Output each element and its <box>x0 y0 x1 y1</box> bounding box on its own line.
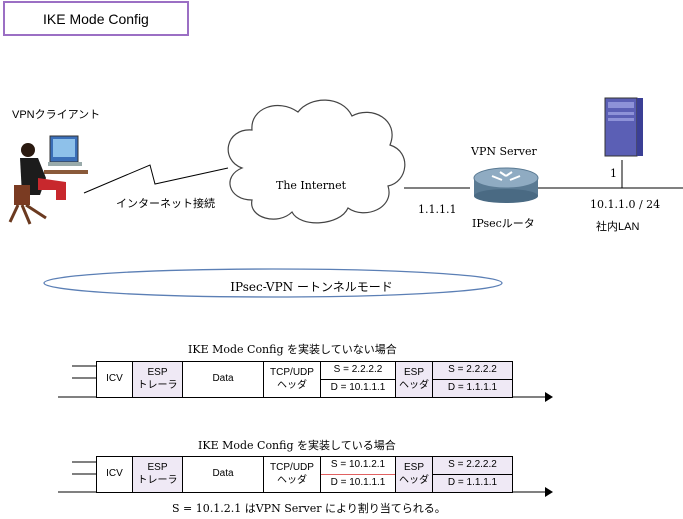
router-ip-label: 1.1.1.1 <box>418 203 457 216</box>
internet-connection-label: インターネット接続 <box>116 198 215 210</box>
packet-field-text: D = 1.1.1.1 <box>447 382 498 394</box>
server-icon <box>604 97 643 157</box>
packet-field-text: ヘッダ <box>277 379 307 391</box>
inner-ip-header-field: S = 2.2.2.2 D = 10.1.1.1 <box>321 362 396 397</box>
icv-field: ICV <box>97 362 133 397</box>
packet-field-text: TCP/UDP <box>270 367 314 378</box>
diagram-title: IKE Mode Config <box>3 1 189 36</box>
packet-field-text: トレーラ <box>137 379 178 391</box>
packet1-heading: IKE Mode Config を実装していない場合 <box>188 343 397 356</box>
ipsec-router-label: IPsecルータ <box>472 217 535 230</box>
packet-field-text: ESP <box>403 462 424 473</box>
packet-field-text: D = 10.1.1.1 <box>330 382 386 394</box>
packet-field-text: ヘッダ <box>277 474 307 486</box>
packet2-heading: IKE Mode Config を実装している場合 <box>198 439 396 452</box>
internet-cloud-icon <box>227 99 406 224</box>
server-number-label: 1 <box>610 167 617 180</box>
packet-field-text: ESP <box>403 367 424 378</box>
packet-field-text: ESP <box>147 367 168 378</box>
packet-field-text: ICV <box>106 468 123 480</box>
packet-field-text: D = 1.1.1.1 <box>447 477 498 489</box>
packet-field-text: TCP/UDP <box>270 462 314 473</box>
packet-field-text: ESP <box>147 462 168 473</box>
internet-connection-line <box>83 164 229 194</box>
lan-subnet-label: 10.1.1.0 / 24 <box>590 198 661 211</box>
vpn-client-user-icon <box>8 135 88 225</box>
packet-field-text: S = 2.2.2.2 <box>433 457 512 475</box>
icv-field: ICV <box>97 457 133 492</box>
corporate-lan-label: 社内LAN <box>596 221 640 233</box>
data-field: Data <box>183 457 264 492</box>
packet-field-text: S = 2.2.2.2 <box>433 362 512 380</box>
packet-field-text: ICV <box>106 373 123 385</box>
tunnel-mode-label: IPsec-VPN ートンネルモード <box>230 280 393 294</box>
footnote: S = 10.1.2.1 はVPN Server により割り当てられる。 <box>172 502 446 515</box>
packet-field-text: トレーラ <box>137 474 178 486</box>
ipsec-router-icon <box>473 167 539 203</box>
packet-field-text: S = 2.2.2.2 <box>321 362 395 380</box>
ipsec-tunnel-ellipse <box>43 268 503 298</box>
outer-ip-header-field: S = 2.2.2.2 D = 1.1.1.1 <box>433 457 512 492</box>
packet-field-text: Data <box>212 373 234 385</box>
diagram-title-text: IKE Mode Config <box>43 10 149 27</box>
packet-field-text: D = 10.1.1.1 <box>330 477 386 489</box>
packet-field-text: ヘッダ <box>399 379 429 391</box>
vpn-client-label: VPNクライアント <box>12 109 101 121</box>
vpn-server-label: VPN Server <box>471 145 537 158</box>
data-field: Data <box>183 362 264 397</box>
packet-field-text: ヘッダ <box>399 474 429 486</box>
inner-ip-header-field: S = 10.1.2.1 D = 10.1.1.1 <box>321 457 396 492</box>
assigned-source-address: S = 10.1.2.1 <box>321 457 395 475</box>
outer-ip-header-field: S = 2.2.2.2 D = 1.1.1.1 <box>433 362 512 397</box>
internet-label: The Internet <box>276 179 347 192</box>
packet-field-text: Data <box>212 468 234 480</box>
